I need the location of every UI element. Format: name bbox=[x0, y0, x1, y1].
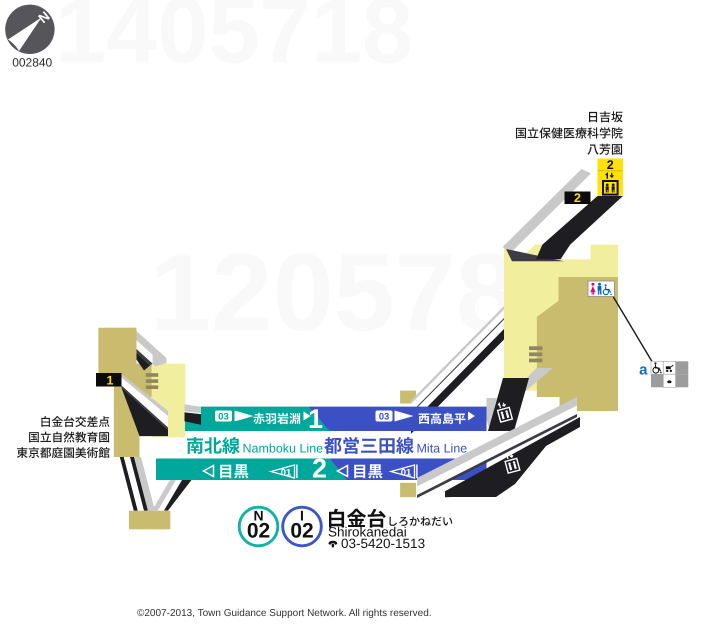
svg-text:02: 02 bbox=[290, 520, 313, 543]
svg-text:03-5420-1513: 03-5420-1513 bbox=[341, 536, 425, 551]
svg-text:2: 2 bbox=[312, 454, 327, 484]
svg-text:01: 01 bbox=[281, 467, 292, 478]
svg-text:©2007-2013, Town Guidance Supp: ©2007-2013, Town Guidance Support Networ… bbox=[137, 608, 432, 619]
svg-text:a: a bbox=[639, 362, 648, 379]
svg-text:2: 2 bbox=[574, 191, 581, 205]
svg-text:Namboku Line: Namboku Line bbox=[243, 441, 324, 455]
svg-text:03: 03 bbox=[379, 412, 390, 423]
svg-text:120578: 120578 bbox=[150, 231, 517, 354]
svg-text:02: 02 bbox=[247, 520, 270, 543]
svg-text:03: 03 bbox=[218, 412, 229, 423]
svg-text:1405718: 1405718 bbox=[55, 0, 413, 82]
svg-text:Mita Line: Mita Line bbox=[417, 441, 468, 455]
svg-text:I: I bbox=[300, 507, 304, 523]
svg-text:N: N bbox=[253, 507, 263, 523]
svg-text:1: 1 bbox=[107, 373, 114, 387]
svg-text:2: 2 bbox=[607, 158, 614, 172]
svg-text:1: 1 bbox=[308, 404, 323, 434]
svg-text:002840: 002840 bbox=[12, 55, 52, 69]
svg-text:01: 01 bbox=[401, 467, 412, 478]
svg-text:Shirokanedai: Shirokanedai bbox=[328, 525, 407, 540]
